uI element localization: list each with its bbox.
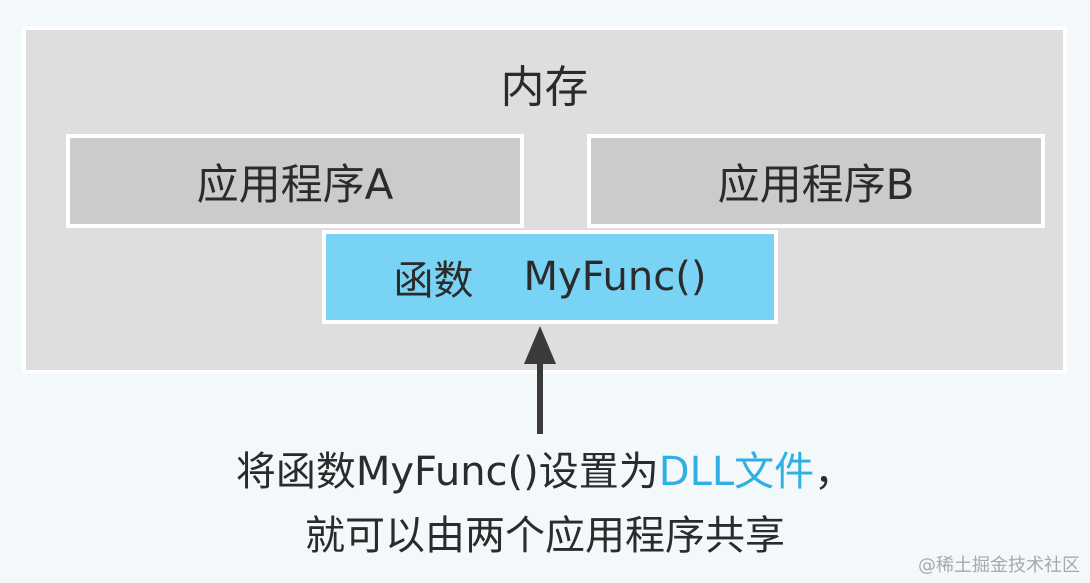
caption-line-2: 就可以由两个应用程序共享 [305,513,785,559]
caption-line-1-text: 将函数MyFunc()设置为 [235,449,659,495]
app-a-box: 应用程序A [66,134,524,228]
arrow-shaft [537,360,543,434]
app-a-label: 应用程序A [196,159,394,209]
caption-dll-highlight: DLL文件 [658,449,815,495]
caption-line-1-punct: ， [814,449,855,495]
arrow-head [524,326,556,364]
function-prefix: 函数 [393,258,474,304]
app-b-label: 应用程序B [717,159,915,209]
memory-title: 内存 [500,62,589,113]
memory-box: 内存 应用程序A 应用程序B 函数 MyFunc() [22,26,1067,374]
caption-line-1: 将函数MyFunc()设置为DLL文件， [0,444,1090,500]
watermark: @稀土掘金技术社区 [918,555,1080,576]
up-arrow-icon [524,326,556,434]
app-b-box: 应用程序B [587,134,1045,228]
function-box: 函数 MyFunc() [322,230,778,324]
function-name: MyFunc() [523,254,707,300]
